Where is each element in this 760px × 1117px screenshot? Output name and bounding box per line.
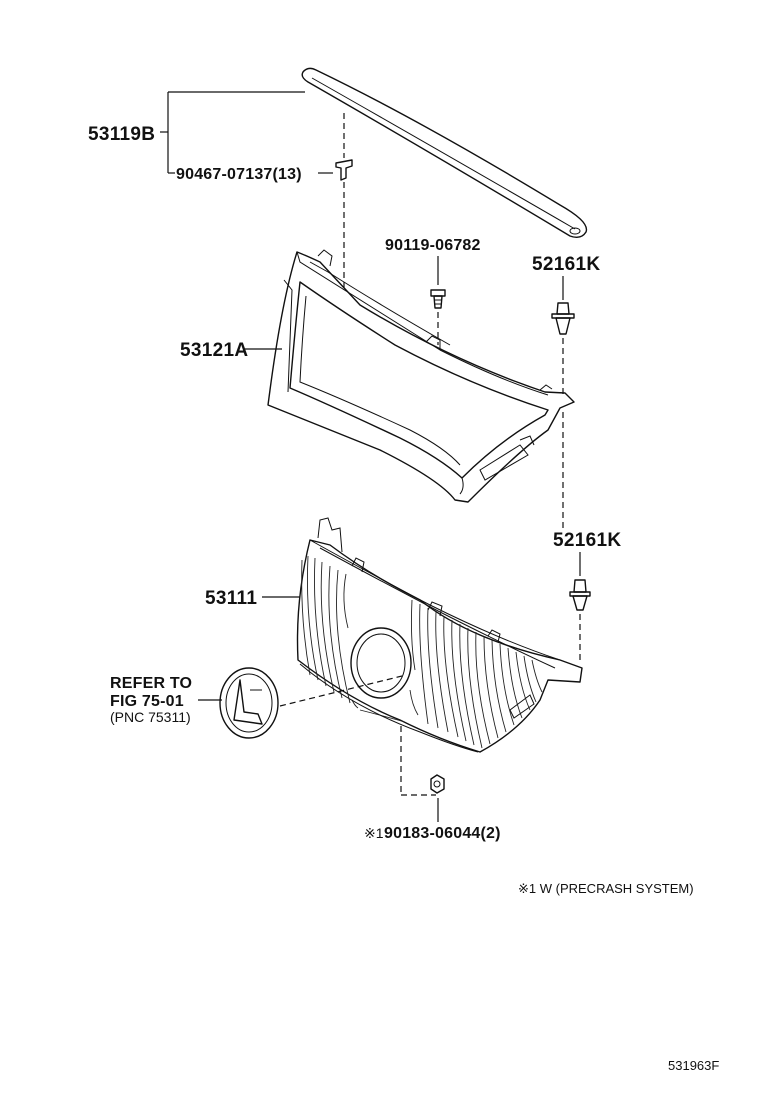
label-52161K-lower: 52161K [553,530,621,551]
refer-line-3: (PNC 75311) [110,709,191,725]
label-52161K-upper: 52161K [532,254,600,275]
push-clip-icon [551,302,575,335]
refer-line-1: REFER TO [110,675,192,692]
label-90119: 90119-06782 [385,237,481,254]
figure-id: 531963F [668,1058,719,1073]
grille-frame-53121A [267,249,575,503]
screw-icon [430,289,446,309]
precrash-footnote: ※1 W (PRECRASH SYSTEM) [518,881,694,896]
label-53111: 53111 [205,588,257,609]
label-90183: 90183-06044(2) [384,825,501,842]
lexus-emblem-icon [219,667,279,739]
radiator-grille-53111 [296,517,583,753]
label-clip-90467: 90467-07137(13) [176,166,302,183]
nut-icon [430,774,445,794]
molding-leader [160,91,333,174]
refer-line-2: FIG 75-01 [110,693,184,710]
label-53121A: 53121A [180,340,248,361]
label-nut-prefix: ※1 [364,825,384,841]
clip-icon [335,159,353,181]
upper-molding [301,67,588,239]
label-53119B: 53119B [88,124,155,145]
push-clip-lower-icon [569,579,591,611]
